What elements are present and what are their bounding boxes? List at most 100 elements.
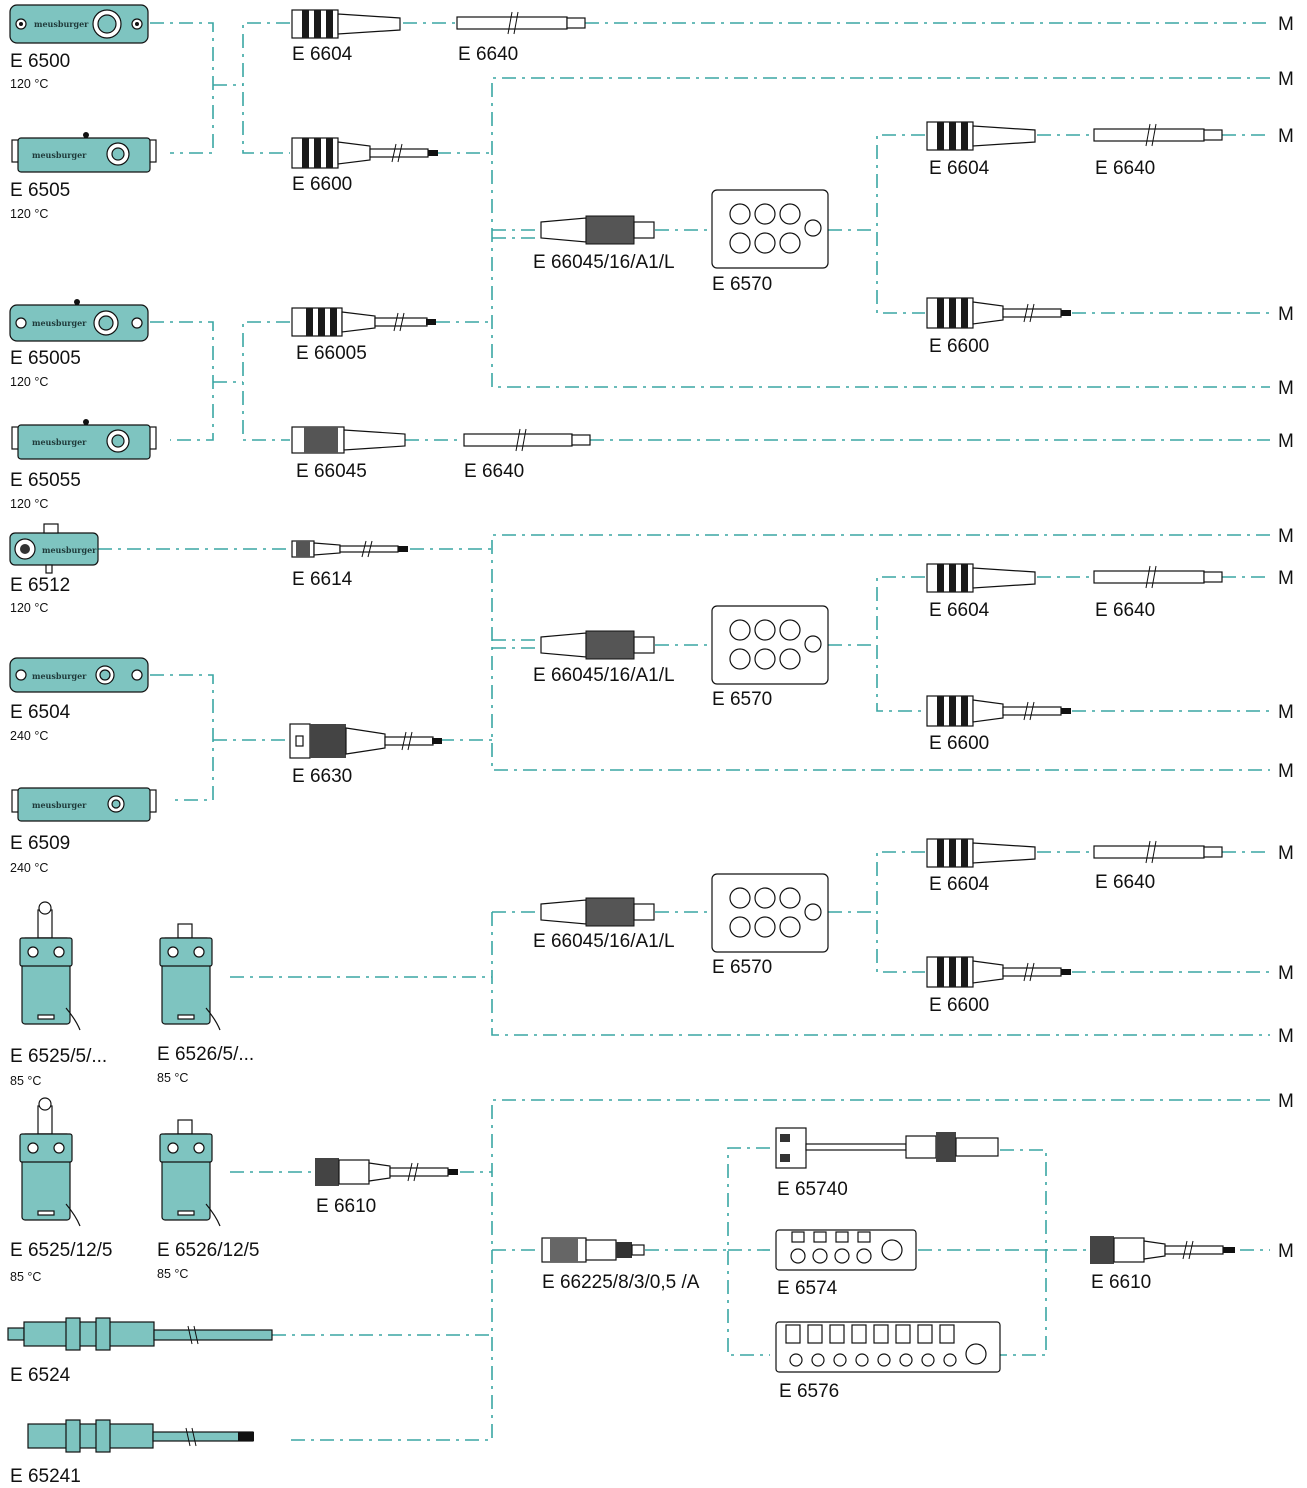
sensor-e6504-icon: meusburger [9,657,149,693]
label-e6526-12: E 6526/12/5 [157,1240,259,1261]
connector-e66045-icon [291,426,406,454]
terminal-m-label: M [1278,568,1294,589]
label-e6500: E 6500 [10,51,70,72]
label-e65241: E 65241 [10,1466,81,1487]
connector-e6600-d-icon [926,956,1071,988]
label-e6600-a: E 6600 [292,174,352,195]
distributor-e6570-b-icon [711,605,829,685]
connector-e6604-icon [291,9,401,39]
connector-e6604-d-icon [926,838,1036,868]
terminal-m-label: M [1278,761,1294,782]
temp-e6525-12: 85 °C [10,1270,41,1284]
sensor-e65005-icon: meusburger [9,299,149,342]
label-e6614: E 6614 [292,569,353,590]
temp-e6500: 120 °C [10,77,48,91]
label-e6640-c: E 6640 [1095,158,1155,179]
label-e6600-b: E 6600 [929,336,989,357]
logo-text: meusburger [32,318,87,328]
terminal-m-label: M [1278,526,1294,547]
proximity-sensor-e65241-icon [27,1419,254,1453]
terminal-m-label: M [1278,1241,1294,1262]
connector-e6600-icon [291,137,438,169]
logo-text: meusburger [32,437,87,447]
label-e6604-c: E 6604 [929,600,990,621]
label-e6576: E 6576 [779,1381,839,1402]
label-e6570-b: E 6570 [712,689,772,710]
label-e6640-b: E 6640 [464,461,524,482]
label-e6509: E 6509 [10,833,70,854]
label-e6604-d: E 6604 [929,874,990,895]
temp-e6505: 120 °C [10,207,48,221]
sensor-e65055-icon: meusburger [11,419,157,460]
cable-e6640-e-icon [1093,840,1223,864]
temp-e6525-5: 85 °C [10,1074,41,1088]
distributor-e6570-a-icon [711,189,829,269]
connector-e66045-16-c-icon [540,897,655,927]
label-e6600-c: E 6600 [929,733,989,754]
terminal-m-label: M [1278,126,1294,147]
terminal-m-label: M [1278,1026,1294,1047]
limit-switch-e6525-12-icon [19,1097,81,1227]
label-e66005: E 66005 [296,343,367,364]
temp-e6504: 240 °C [10,729,48,743]
label-e6570-a: E 6570 [712,274,772,295]
temp-e6512: 120 °C [10,601,48,615]
label-e65740: E 65740 [777,1179,848,1200]
label-e6574: E 6574 [777,1278,838,1299]
label-e65055: E 65055 [10,470,81,491]
sensor-e6509-icon: meusburger [11,787,157,822]
label-e6504: E 6504 [10,702,71,723]
connector-e66045-16-b-icon [540,630,655,660]
connection-lines [98,22,1270,1441]
terminal-m-label: M [1278,963,1294,984]
label-e6630: E 6630 [292,766,352,787]
label-e66045-16-a: E 66045/16/A1/L [533,252,675,273]
cable-e6640-icon [456,11,586,35]
distributor-e6570-c-icon [711,873,829,953]
label-e66045: E 66045 [296,461,367,482]
connector-e6610-b-icon [1090,1236,1235,1264]
cable-e6640-d-icon [1093,565,1223,589]
connector-e6610-a-icon [315,1158,458,1186]
label-e6640-a: E 6640 [458,44,518,65]
terminal-m-label: M [1278,14,1294,35]
connector-e6630-icon [289,723,442,759]
label-e6526-5: E 6526/5/... [157,1044,254,1065]
label-e6512: E 6512 [10,575,70,596]
connector-e6604-b-icon [926,121,1036,151]
label-e66045-16-b: E 66045/16/A1/L [533,665,675,686]
label-e6525-5: E 6525/5/... [10,1046,107,1067]
temp-e65055: 120 °C [10,497,48,511]
connector-e66005-icon [291,307,436,337]
logo-text: meusburger [32,150,87,160]
label-e6505: E 6505 [10,180,70,201]
label-e6604-b: E 6604 [929,158,990,179]
label-e6525-12: E 6525/12/5 [10,1240,112,1261]
connector-e6604-c-icon [926,563,1036,593]
terminal-m-label: M [1278,702,1294,723]
connector-e6600-c-icon [926,695,1071,727]
limit-switch-e6525-5-icon [19,901,81,1031]
terminal-m-label: M [1278,69,1294,90]
splitter-e65740-icon [775,1127,999,1169]
terminal-m-label: M [1278,843,1294,864]
label-e6610-a: E 6610 [316,1196,376,1217]
label-e6570-c: E 6570 [712,957,772,978]
label-e66045-16-c: E 66045/16/A1/L [533,931,675,952]
temp-e6509: 240 °C [10,861,48,875]
limit-switch-e6526-5-icon [159,923,221,1031]
logo-text: meusburger [34,19,89,29]
logo-text: meusburger [42,545,97,555]
temp-e6526-5: 85 °C [157,1071,188,1085]
temp-e6526-12: 85 °C [157,1267,188,1281]
terminal-m-label: M [1278,304,1294,325]
io-module-e6576-icon [775,1321,1001,1373]
terminal-labels: M M M M M M M M M M M M M M M [1278,14,1294,1262]
logo-text: meusburger [32,671,87,681]
label-e6524: E 6524 [10,1365,71,1386]
label-e6640-e: E 6640 [1095,872,1155,893]
label-e6604-a: E 6604 [292,44,353,65]
cable-e6640-c-icon [1093,123,1223,147]
limit-switch-e6526-12-icon [159,1119,221,1227]
